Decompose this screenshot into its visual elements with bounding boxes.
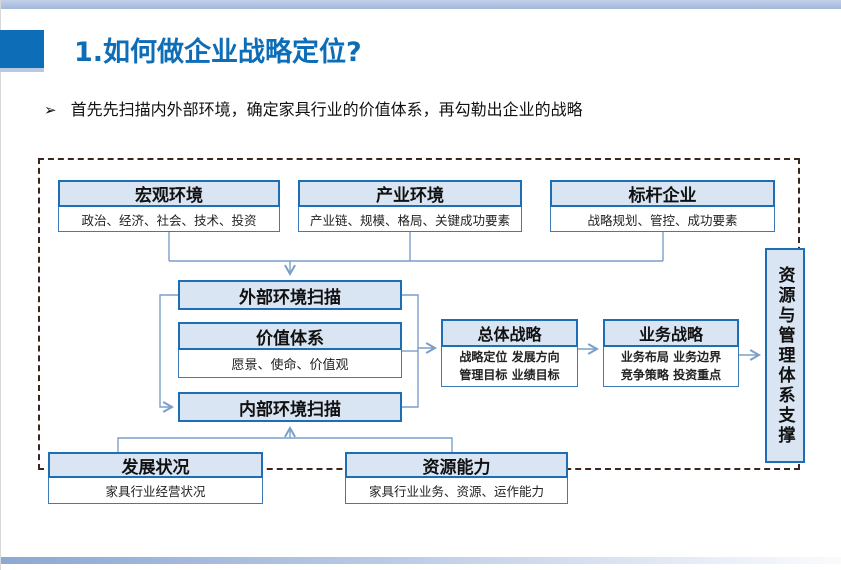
box-business-strategy: 业务战略 业务布局 业务边界 竞争策略 投资重点 bbox=[603, 319, 739, 387]
box-value-system-title: 价值体系 bbox=[178, 322, 402, 350]
box-external-scan: 外部环境扫描 bbox=[178, 280, 402, 310]
box-overall-strategy-title: 总体战略 bbox=[441, 319, 578, 347]
intro-line: ➢ 首先先扫描内外部环境，确定家具行业的价值体系，再勾勒出企业的战略 bbox=[44, 96, 583, 120]
business-strategy-line1: 业务布局 业务边界 bbox=[620, 350, 722, 365]
box-resource-management-support: 资源与管理体系支撑 bbox=[765, 248, 805, 463]
bottom-accent-bar bbox=[0, 557, 841, 564]
overall-strategy-line2: 管理目标 业绩目标 bbox=[459, 367, 560, 382]
page-title: 1.如何做企业战略定位? bbox=[74, 37, 362, 68]
box-resource-capability: 资源能力 家具行业业务、资源、运作能力 bbox=[345, 452, 568, 504]
box-value-system-detail: 愿景、使命、价值观 bbox=[178, 350, 402, 378]
title-accent-square bbox=[0, 30, 44, 68]
box-benchmark-enterprise: 标杆企业 战略规划、管控、成功要素 bbox=[550, 180, 775, 232]
box-macro-environment-title: 宏观环境 bbox=[58, 180, 280, 207]
box-development-status-title: 发展状况 bbox=[48, 452, 263, 478]
box-internal-scan: 内部环境扫描 bbox=[178, 392, 402, 422]
box-business-strategy-title: 业务战略 bbox=[603, 319, 739, 347]
box-development-status-detail: 家具行业经营状况 bbox=[48, 478, 263, 504]
box-overall-strategy-detail: 战略定位 发展方向 管理目标 业绩目标 bbox=[441, 347, 578, 387]
bullet-arrow-icon: ➢ bbox=[44, 101, 57, 119]
top-accent-bar bbox=[0, 0, 841, 9]
intro-text: 首先先扫描内外部环境，确定家具行业的价值体系，再勾勒出企业的战略 bbox=[70, 100, 583, 119]
box-development-status: 发展状况 家具行业经营状况 bbox=[48, 452, 263, 504]
slide-left-edge bbox=[0, 0, 1, 570]
box-macro-environment: 宏观环境 政治、经济、社会、技术、投资 bbox=[58, 180, 280, 232]
box-industry-environment-title: 产业环境 bbox=[298, 180, 522, 207]
box-resource-capability-detail: 家具行业业务、资源、运作能力 bbox=[345, 478, 568, 504]
business-strategy-line2: 竞争策略 投资重点 bbox=[620, 367, 722, 382]
box-industry-environment-detail: 产业链、规模、格局、关键成功要素 bbox=[298, 207, 522, 232]
title-accent-underline bbox=[0, 68, 44, 72]
box-benchmark-enterprise-title: 标杆企业 bbox=[550, 180, 775, 207]
box-benchmark-enterprise-detail: 战略规划、管控、成功要素 bbox=[550, 207, 775, 232]
box-industry-environment: 产业环境 产业链、规模、格局、关键成功要素 bbox=[298, 180, 522, 232]
overall-strategy-line1: 战略定位 发展方向 bbox=[459, 350, 560, 365]
box-value-system: 价值体系 愿景、使命、价值观 bbox=[178, 322, 402, 378]
box-resource-capability-title: 资源能力 bbox=[345, 452, 568, 478]
box-business-strategy-detail: 业务布局 业务边界 竞争策略 投资重点 bbox=[603, 347, 739, 387]
box-macro-environment-detail: 政治、经济、社会、技术、投资 bbox=[58, 207, 280, 232]
box-overall-strategy: 总体战略 战略定位 发展方向 管理目标 业绩目标 bbox=[441, 319, 578, 387]
